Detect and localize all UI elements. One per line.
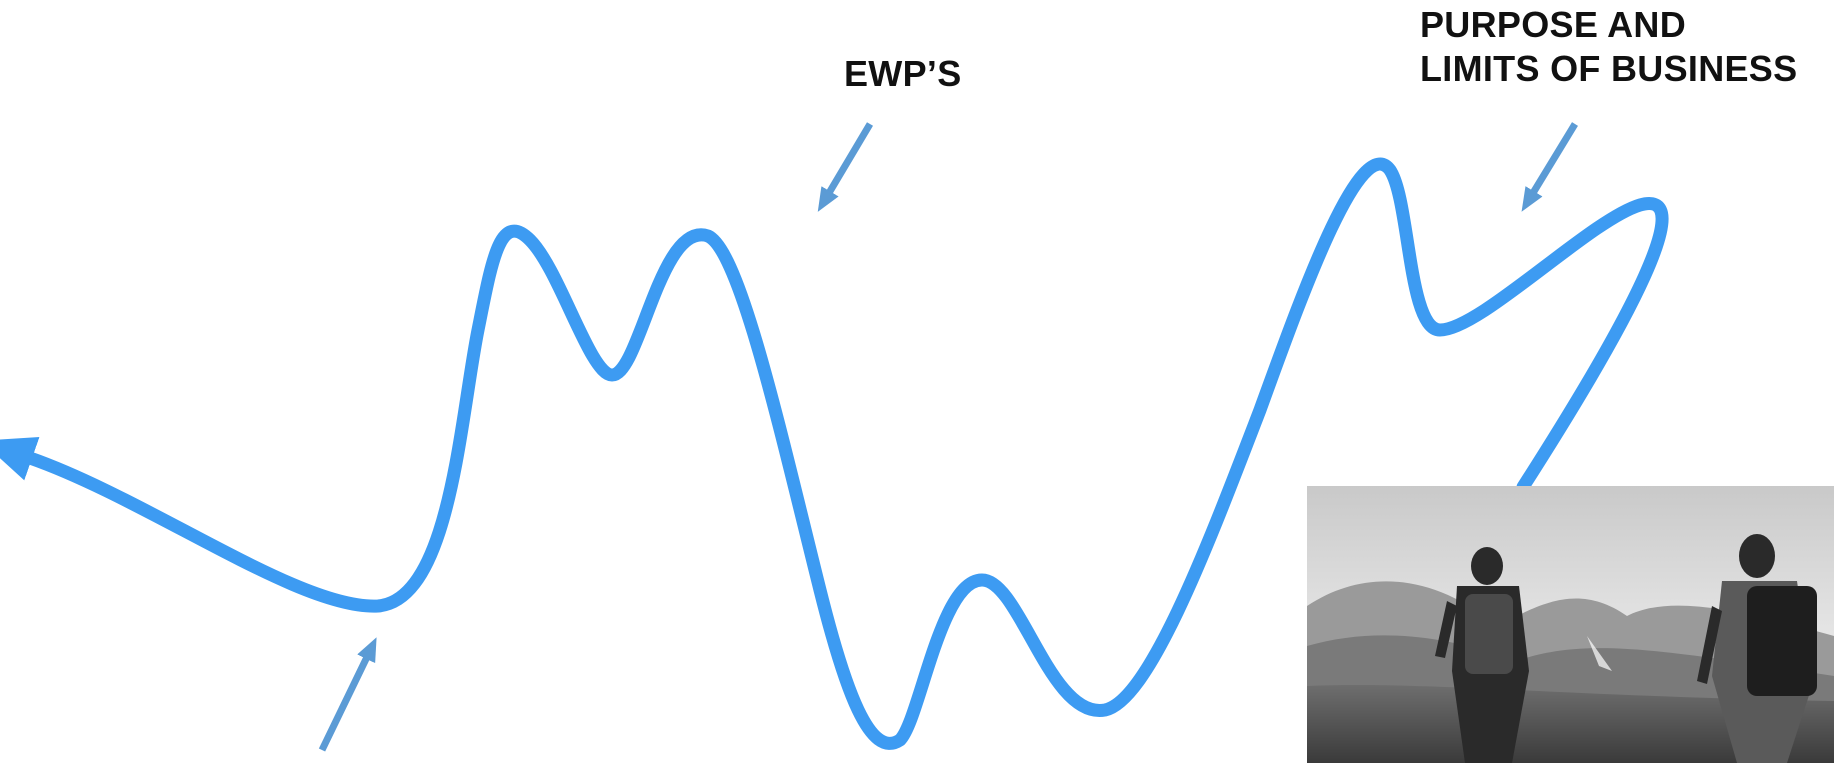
label-purpose-line1: PURPOSE AND bbox=[1420, 4, 1687, 45]
label-ewps: EWP’S bbox=[844, 53, 962, 94]
label-purpose-line2: LIMITS OF BUSINESS bbox=[1420, 48, 1798, 89]
hikers-photo bbox=[1307, 486, 1834, 763]
pointer-arrow-ewps bbox=[817, 122, 874, 212]
journey-path bbox=[0, 157, 1669, 750]
pointer-arrow-bottom-left bbox=[318, 637, 377, 752]
hiker-2 bbox=[1697, 534, 1817, 763]
hiker-1 bbox=[1435, 547, 1529, 763]
label-purpose-and-limits: PURPOSE AND LIMITS OF BUSINESS bbox=[1420, 3, 1797, 91]
pointer-arrow-purpose bbox=[1521, 122, 1578, 212]
